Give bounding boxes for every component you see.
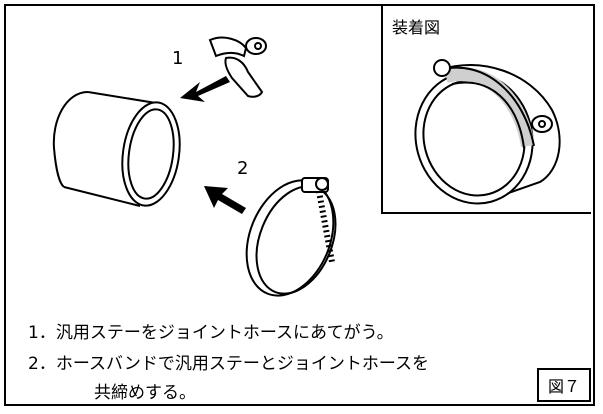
figure-label: 図７: [537, 368, 591, 402]
instruction-step2-line2: 共締めする。: [94, 383, 196, 403]
instruction-step1: 1．汎用ステーをジョイントホースにあてがう。: [28, 323, 394, 343]
arrow-icon: [180, 76, 230, 102]
installed-view-panel: [381, 6, 591, 214]
stay-bracket-icon: [208, 36, 267, 98]
step2-marker: 2: [237, 158, 249, 179]
figure-frame: [4, 4, 595, 406]
assembled-hose-icon: [414, 59, 561, 205]
hose-band-icon: [245, 177, 337, 297]
hose-icon: [52, 91, 181, 207]
instruction-step2-line1: 2．ホースバンドで汎用ステーとジョイントホースを: [28, 354, 429, 374]
installed-view-title: 装着図: [392, 18, 441, 37]
arrow-icon: [204, 186, 246, 214]
step1-marker: 1: [172, 48, 184, 69]
